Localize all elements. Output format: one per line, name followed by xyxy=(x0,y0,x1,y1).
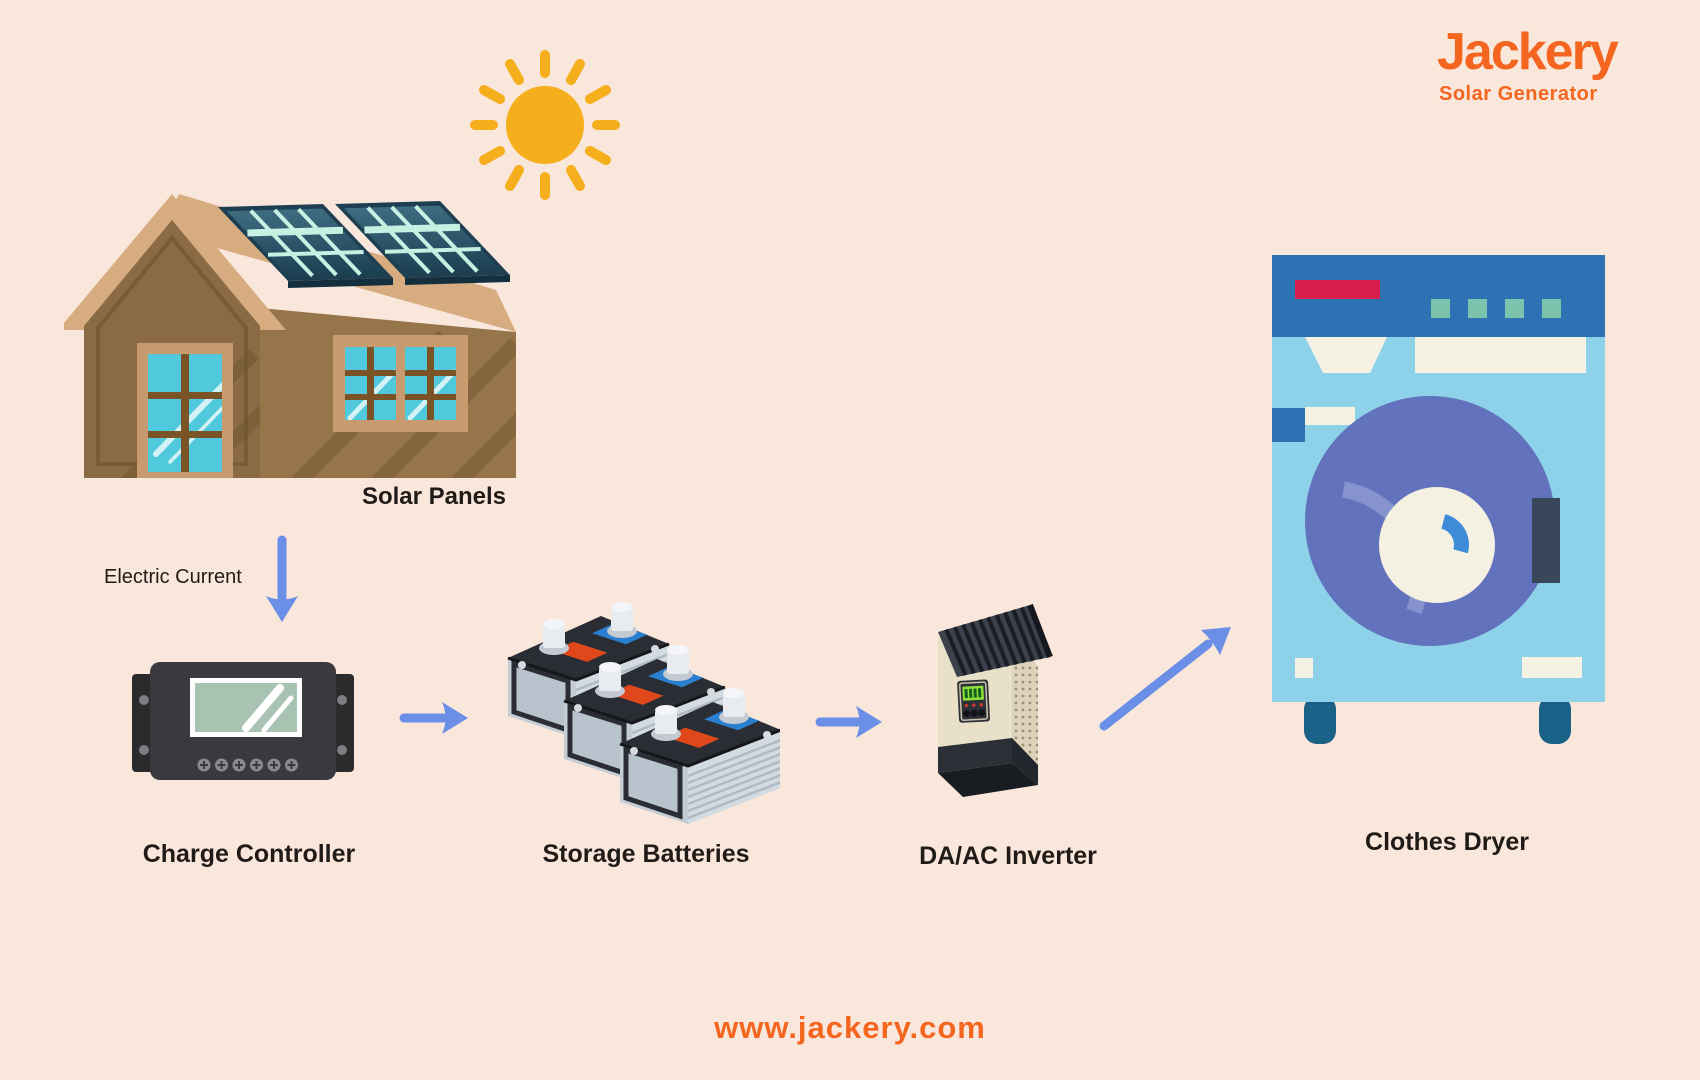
website-url: www.jackery.com xyxy=(714,1010,986,1045)
solar-panels-label: Solar Panels xyxy=(361,483,507,510)
solar-panel xyxy=(335,201,510,285)
house-window xyxy=(333,335,468,432)
house-with-solar-panels-illustration xyxy=(64,186,524,478)
dryer-door-window xyxy=(1379,487,1495,603)
house-door xyxy=(137,343,233,478)
brand-logo: Jackery Solar Generator xyxy=(1437,23,1619,105)
storage-batteries-illustration xyxy=(500,602,780,830)
arrow-down-icon xyxy=(266,535,298,622)
inverter-illustration xyxy=(938,603,1053,797)
brand-name: Jackery xyxy=(1437,23,1619,81)
sun-icon xyxy=(470,50,620,200)
electric-current-label: Electric Current xyxy=(104,566,242,588)
clothes-dryer-illustration xyxy=(1272,255,1605,744)
arrow-diagonal-icon xyxy=(1099,627,1231,731)
dryer-buttons xyxy=(1431,299,1561,318)
inverter-heatsink xyxy=(938,603,1053,677)
clothes-dryer-label: Clothes Dryer xyxy=(1365,828,1529,856)
inverter-control-panel xyxy=(957,679,991,723)
arrow-right-icon xyxy=(815,706,882,738)
controller-terminals xyxy=(197,758,298,772)
dryer-display xyxy=(1295,280,1380,299)
arrow-right-icon xyxy=(399,702,468,734)
solar-panel xyxy=(218,204,393,288)
dryer-handle xyxy=(1532,498,1560,583)
sun-core xyxy=(506,86,584,164)
inverter-label: DA/AC Inverter xyxy=(919,842,1097,870)
charge-controller-illustration xyxy=(132,662,354,780)
dryer-leg xyxy=(1539,696,1571,744)
storage-batteries-label: Storage Batteries xyxy=(542,840,750,868)
dryer-leg xyxy=(1304,696,1336,744)
brand-tagline: Solar Generator xyxy=(1439,83,1598,105)
charge-controller-label: Charge Controller xyxy=(142,840,356,868)
